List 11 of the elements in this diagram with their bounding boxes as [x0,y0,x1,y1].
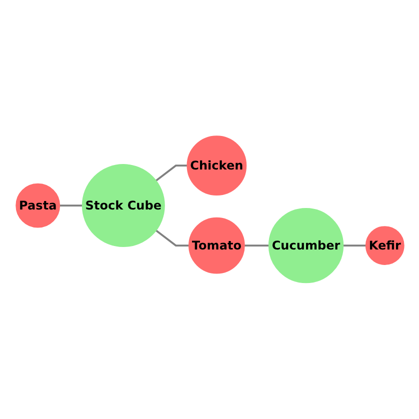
connector [342,244,366,247]
node-circle: Stock Cube [81,164,164,248]
node-circle: Tomato [188,217,244,274]
node-circle: Cucumber [268,208,344,284]
node-circle: Kefir [364,226,404,266]
connector [155,164,187,182]
connector [59,204,82,207]
connector [244,244,268,247]
connector [155,230,188,247]
node-circle: Chicken [186,136,246,196]
node-circle: Pasta [15,183,60,228]
